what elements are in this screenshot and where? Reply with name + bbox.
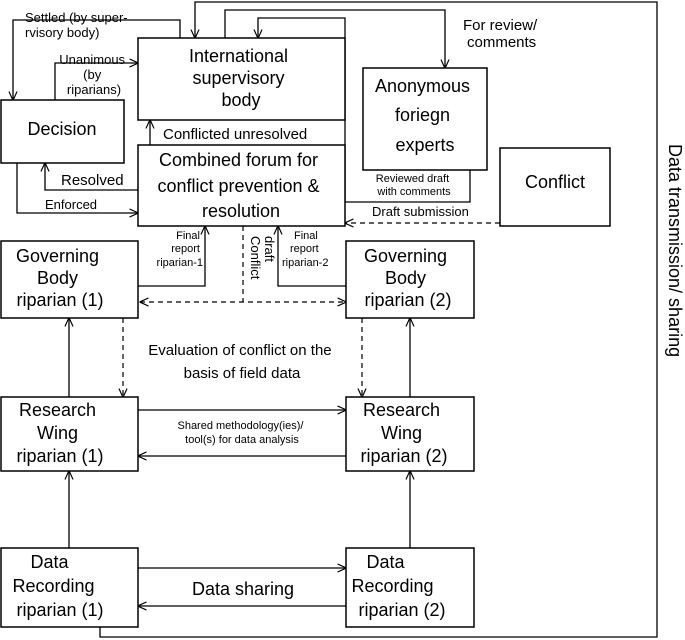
final-report-1-label: Final report riparian-1	[157, 230, 203, 269]
for-review-label: For review/ comments	[463, 17, 541, 51]
settled-arrow	[13, 19, 181, 100]
forum-box	[137, 144, 346, 227]
enforced-arrow	[16, 163, 138, 213]
final-report-2-arrow	[278, 226, 346, 287]
decision-box	[0, 99, 125, 164]
unanimous-label: Unanimous (by riparians)	[59, 52, 128, 97]
forum-label: Combined forum for conflict prevention &…	[157, 150, 324, 221]
data-transmission-label: Data transmission/ sharing	[665, 144, 685, 357]
data-transmission-loop	[99, 1, 658, 638]
data-sharing-label: Data sharing	[192, 579, 294, 599]
connectors	[13, 1, 658, 638]
enforced-label: Enforced	[45, 197, 97, 212]
resolved-label: Resolved	[61, 172, 124, 189]
dr1-label: Data Recording riparian (1)	[12, 552, 103, 620]
decision-label: Decision	[27, 119, 96, 139]
rw2-label: Research Wing riparian (2)	[360, 400, 447, 466]
rw1-box	[0, 396, 139, 472]
evaluation-label: Evaluation of conflict on the basis of f…	[148, 342, 336, 382]
gb1-label: Governing Body riparian (1)	[16, 246, 104, 310]
gb2-box	[345, 240, 475, 319]
reviewed-draft-label: Reviewed draft with comments	[376, 173, 452, 198]
gb1-box	[0, 240, 139, 319]
for-review-arrow	[224, 9, 445, 68]
rw2-box	[345, 396, 475, 472]
shared-methodology-label: Shared methodology(ies)/ tool(s) for dat…	[177, 420, 306, 446]
unanimous-arrow	[54, 63, 138, 100]
dr1-box	[0, 547, 139, 628]
conflict-box	[499, 147, 611, 227]
final-report-1-arrow	[138, 226, 205, 287]
isb-box	[137, 37, 346, 121]
settled-label: Settled (by super- rvisory body)	[25, 10, 131, 40]
gb2-label: Governing Body riparian (2)	[364, 246, 452, 310]
experts-box	[362, 67, 488, 171]
conflict-label: Conflict	[525, 172, 585, 192]
svg-text:Data transmission/ sharing: Data transmission/ sharing	[665, 144, 685, 357]
conflicted-unresolved-label: Conflicted unresolved	[163, 126, 307, 143]
conflict-draft-label: Conflict draft	[248, 236, 277, 283]
final-report-2-label: Final report riparian-2	[282, 230, 328, 269]
rw1-label: Research Wing riparian (1)	[16, 400, 103, 466]
dr2-box	[345, 547, 475, 628]
draft-submission-label: Draft submission	[372, 204, 469, 219]
isb-label: International supervisory body	[189, 46, 293, 110]
svg-text:Conflict draft: Conflict draft	[248, 236, 277, 283]
dr2-label: Data Recording riparian (2)	[351, 552, 445, 620]
experts-label: Anonymous foriegn experts	[375, 76, 475, 155]
resolved-arrow	[45, 163, 138, 191]
